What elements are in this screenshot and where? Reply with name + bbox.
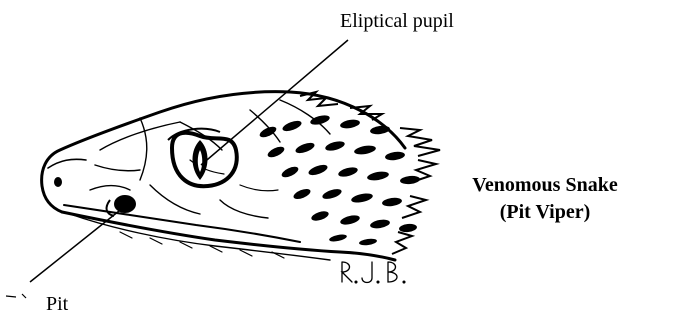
eye <box>168 129 237 186</box>
snake-head-outline <box>42 92 405 260</box>
diagram-caption: Venomous Snake (Pit Viper) <box>440 172 650 226</box>
pupil-label: Eliptical pupil <box>340 10 454 33</box>
caption-line-1: Venomous Snake <box>440 172 650 199</box>
ink-marks <box>6 294 26 298</box>
caption-line-2: (Pit Viper) <box>440 199 650 226</box>
pupil-leader-line <box>201 40 348 165</box>
scale-hatching <box>258 114 420 247</box>
nostril <box>54 177 62 187</box>
pit-label: Pit <box>46 293 68 316</box>
artist-signature <box>342 262 405 283</box>
pit-leader-line <box>30 207 124 282</box>
